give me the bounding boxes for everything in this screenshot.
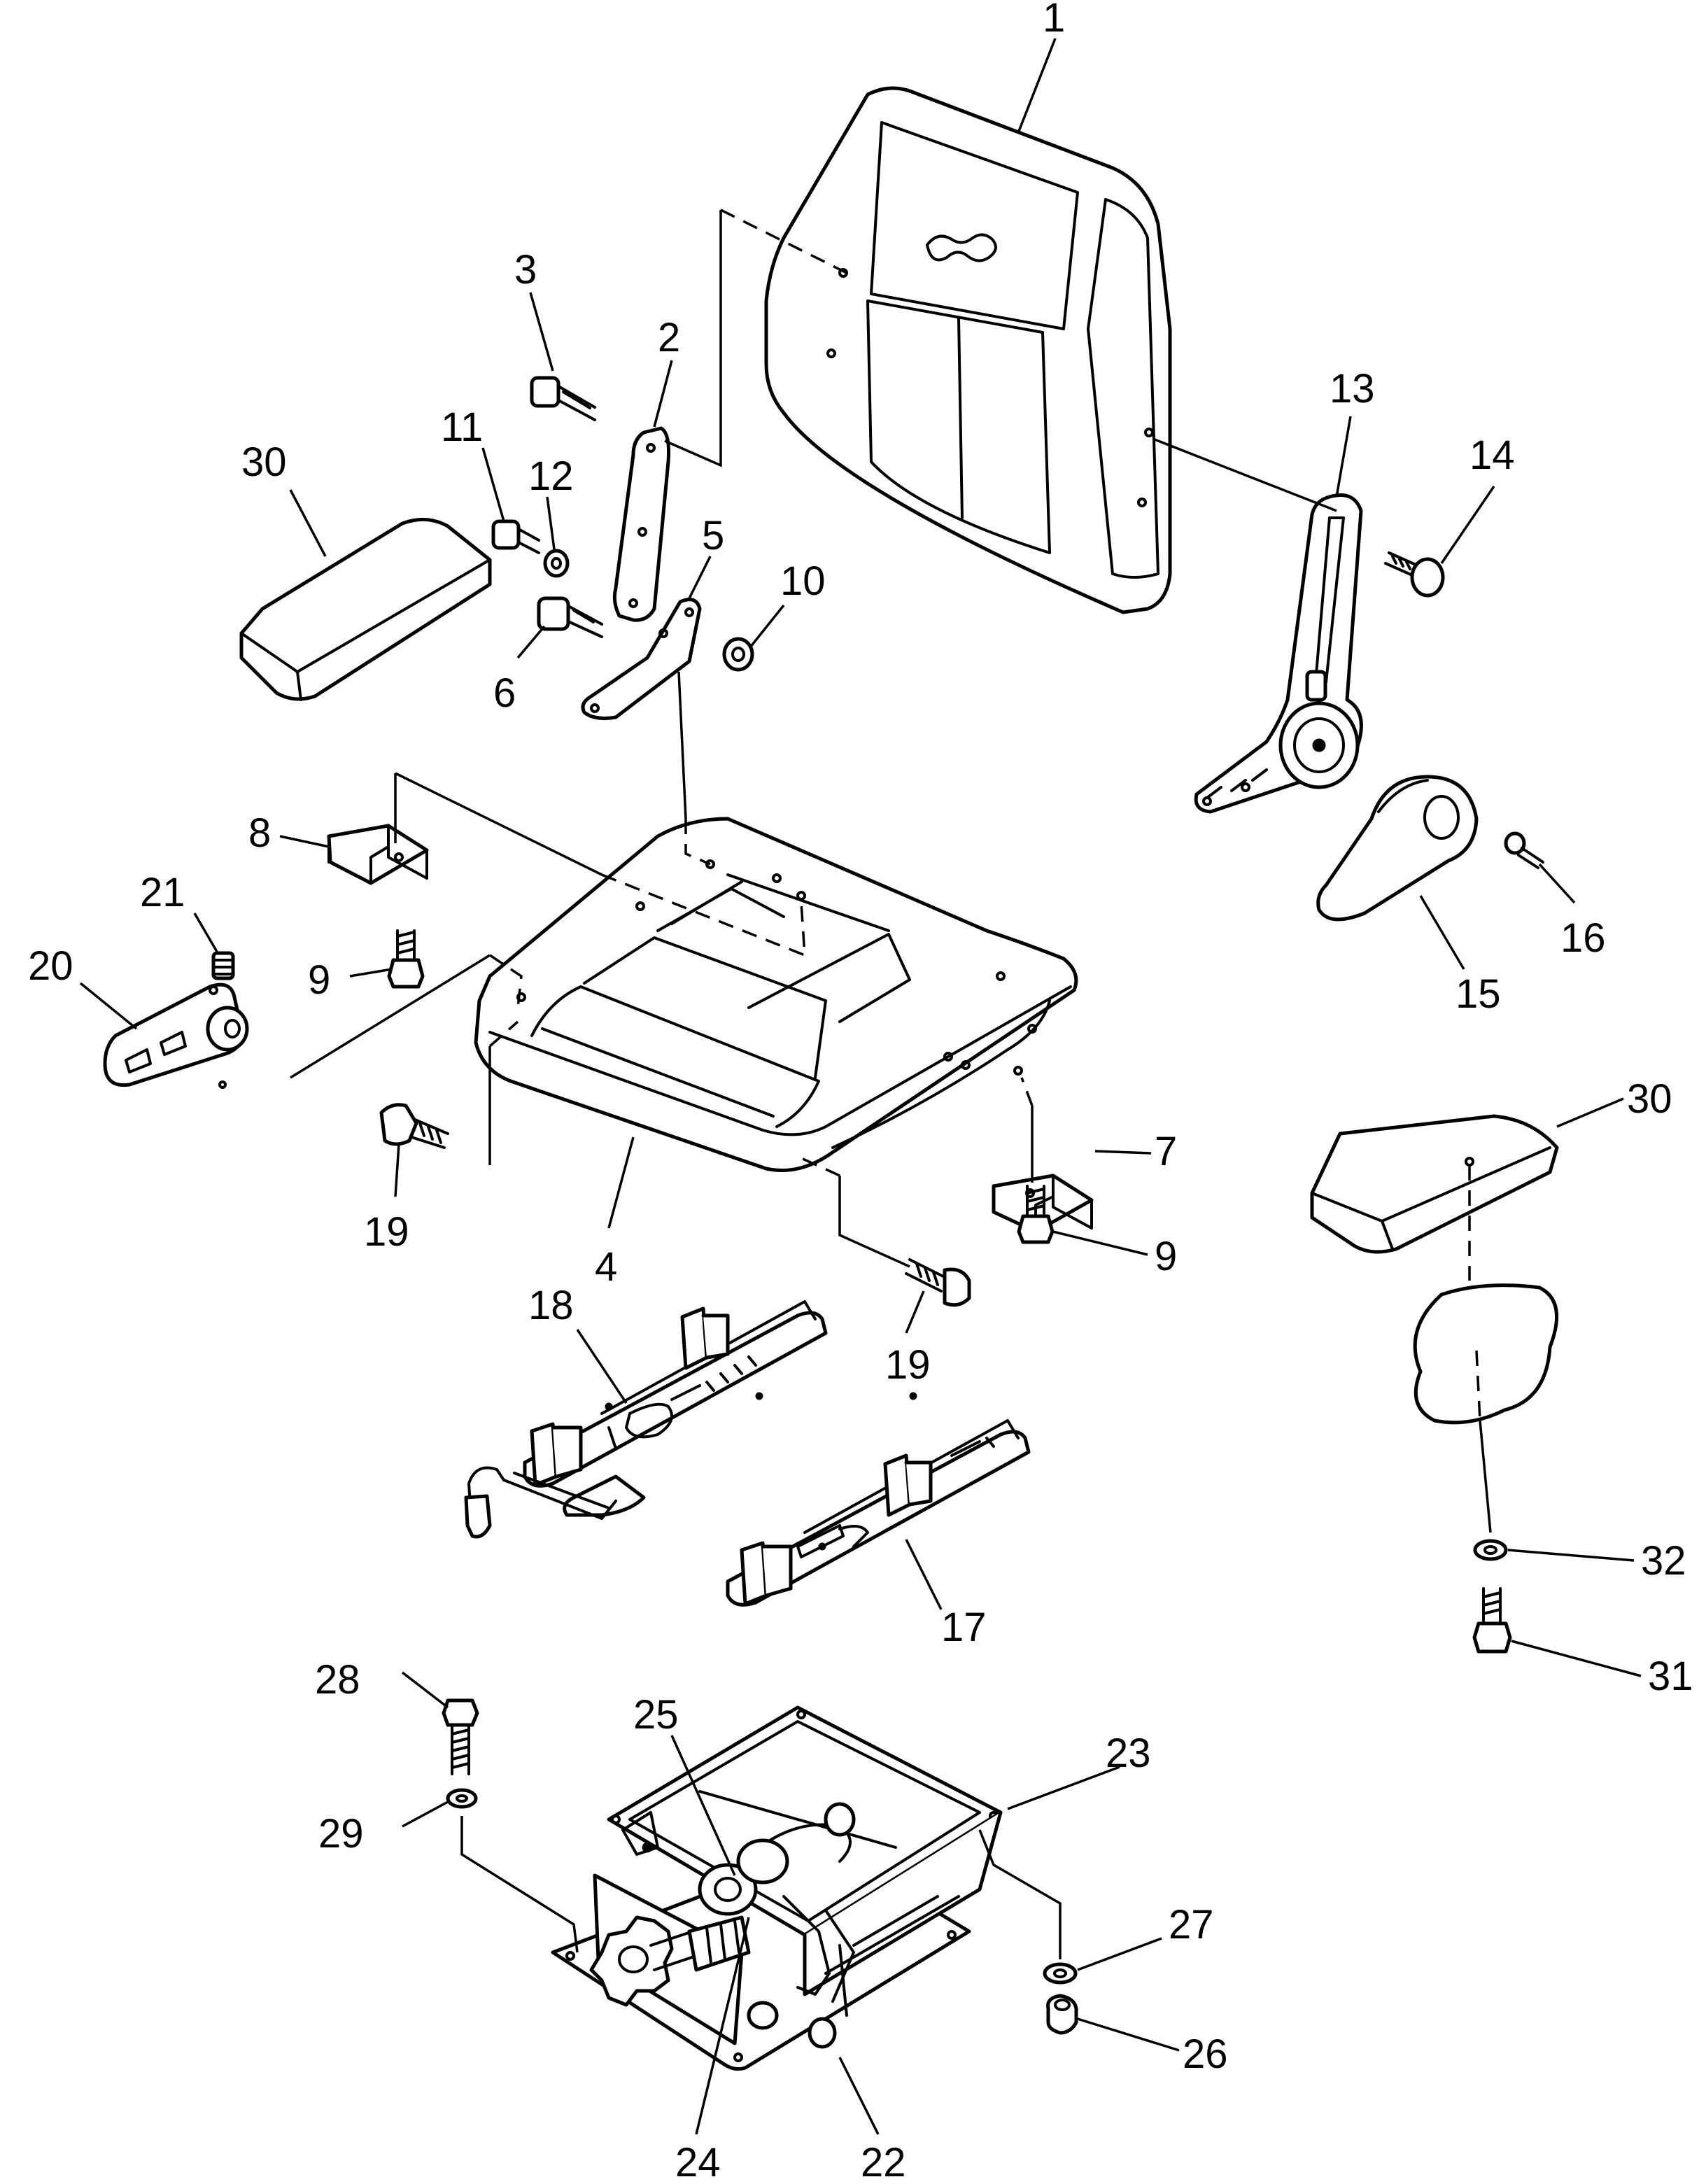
part-24-adjust-knob	[589, 1915, 751, 2007]
part-11-bolt	[491, 519, 540, 554]
part-3-bolt	[530, 376, 596, 421]
callout-17: 17	[941, 1605, 987, 1650]
assembly-lines	[290, 209, 1492, 1959]
callout-12: 12	[528, 453, 574, 499]
callout-15: 15	[1455, 971, 1501, 1017]
part-30-armrest-left	[239, 517, 492, 701]
callout-28: 28	[315, 1657, 360, 1703]
callout-19a: 19	[364, 1209, 409, 1255]
part-2-bracket	[612, 426, 670, 622]
callout-leaders	[79, 38, 1642, 2135]
callout-21: 21	[140, 870, 185, 915]
part-5-bracket	[581, 598, 702, 720]
callout-9b: 9	[1155, 1234, 1177, 1279]
callout-7: 7	[1155, 1129, 1177, 1174]
part-1-backrest	[764, 86, 1172, 614]
callout-19b: 19	[885, 1342, 931, 1388]
callout-10: 10	[780, 558, 826, 604]
callout-3: 3	[514, 247, 537, 293]
part-4-seat-cushion	[474, 817, 1078, 1172]
callout-25: 25	[633, 1692, 679, 1738]
part-25-damper	[698, 1802, 856, 1916]
callout-30b: 30	[1627, 1076, 1672, 1122]
part-30-armrest-right	[1310, 1114, 1559, 1254]
callout-6: 6	[493, 670, 516, 716]
callout-22: 22	[861, 2140, 906, 2184]
callout-8: 8	[248, 810, 271, 856]
part-9-bolt-lower	[1017, 1185, 1055, 1244]
callout-9a: 9	[308, 957, 330, 1003]
part-13-recline-bracket	[1194, 493, 1363, 814]
callout-4: 4	[595, 1244, 617, 1290]
callout-16: 16	[1560, 915, 1606, 961]
part-21-nut	[211, 951, 235, 980]
callout-27: 27	[1169, 1902, 1214, 1947]
part-18-seat-rail	[464, 1300, 828, 1539]
suspension-handle	[621, 1811, 855, 2049]
part-9-bolt-upper	[387, 929, 425, 989]
callout-18: 18	[528, 1283, 574, 1328]
part-17-seat-rail	[726, 1392, 1031, 1607]
part-16-screw	[1504, 831, 1544, 869]
callout-2: 2	[658, 315, 680, 360]
callout-24: 24	[675, 2140, 721, 2184]
part-19-bolt-right	[905, 1258, 971, 1307]
part-14-bolt	[1384, 551, 1445, 598]
part-12-washer	[543, 549, 570, 578]
callout-32: 32	[1641, 1538, 1686, 1584]
callout-23: 23	[1106, 1731, 1151, 1776]
callout-labels: 1 2 3 4 5 6 7 8 9 9 10 11 12 13 14 15 16…	[28, 0, 1693, 2184]
part-20-lever	[103, 982, 249, 1089]
part-10-nut	[722, 637, 754, 672]
callout-20: 20	[28, 943, 73, 989]
callout-1: 1	[1043, 0, 1065, 41]
callout-14: 14	[1469, 432, 1515, 478]
callout-26: 26	[1183, 2031, 1228, 2077]
callout-29: 29	[318, 1811, 364, 1857]
part-26-nut	[1046, 1994, 1078, 2035]
part-32-washer	[1473, 1539, 1508, 1561]
part-8-bracket	[327, 824, 429, 885]
callout-13: 13	[1330, 366, 1375, 411]
part-19-bolt-left	[379, 1103, 449, 1149]
armrest-cushion-blob	[1413, 1283, 1559, 1425]
callout-30a: 30	[241, 439, 287, 485]
callout-31: 31	[1648, 1654, 1693, 1699]
part-27-washer	[1043, 1962, 1078, 1985]
callout-11: 11	[441, 404, 483, 450]
part-28-bolt	[442, 1698, 479, 1775]
part-15-lever-cover	[1316, 775, 1479, 922]
part-6-bolt	[537, 596, 603, 638]
part-31-bolt	[1472, 1587, 1512, 1654]
part-29-washer	[446, 1788, 478, 1809]
callout-5: 5	[702, 513, 724, 558]
